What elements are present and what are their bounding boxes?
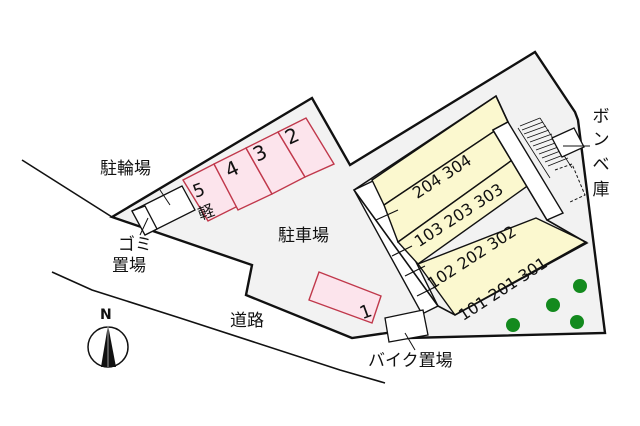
road-edge-upper [21,159,113,218]
compass-north-label: N [100,307,112,323]
parking-space-1: 1 [308,271,382,324]
svg-text:軽: 軽 [195,200,217,223]
north-arrow [87,325,129,368]
gas-cylinder-label-1: ボ [592,107,610,127]
bicycle-parking-area [131,185,196,236]
gas-cylinder-storage [551,127,590,203]
garbage-area-label-1: ゴミ [118,235,152,255]
road-edge-lower [51,271,386,384]
parking-lot-label: 駐車場 [278,226,329,246]
parking-spaces-top: 5 軽 4 3 2 [182,117,336,224]
motorbike-parking-label: バイク置場 [368,351,453,371]
gas-cylinder-label-4: 庫 [592,180,610,200]
gas-cylinder-label-2: ン [592,130,610,150]
road-label: 道路 [230,311,264,331]
garbage-area-label-2: 置場 [112,256,146,276]
trees [506,279,587,332]
bicycle-parking-label: 駐輪場 [100,159,151,179]
gas-cylinder-label-3: ベ [592,155,610,175]
motorbike-parking [384,309,429,351]
